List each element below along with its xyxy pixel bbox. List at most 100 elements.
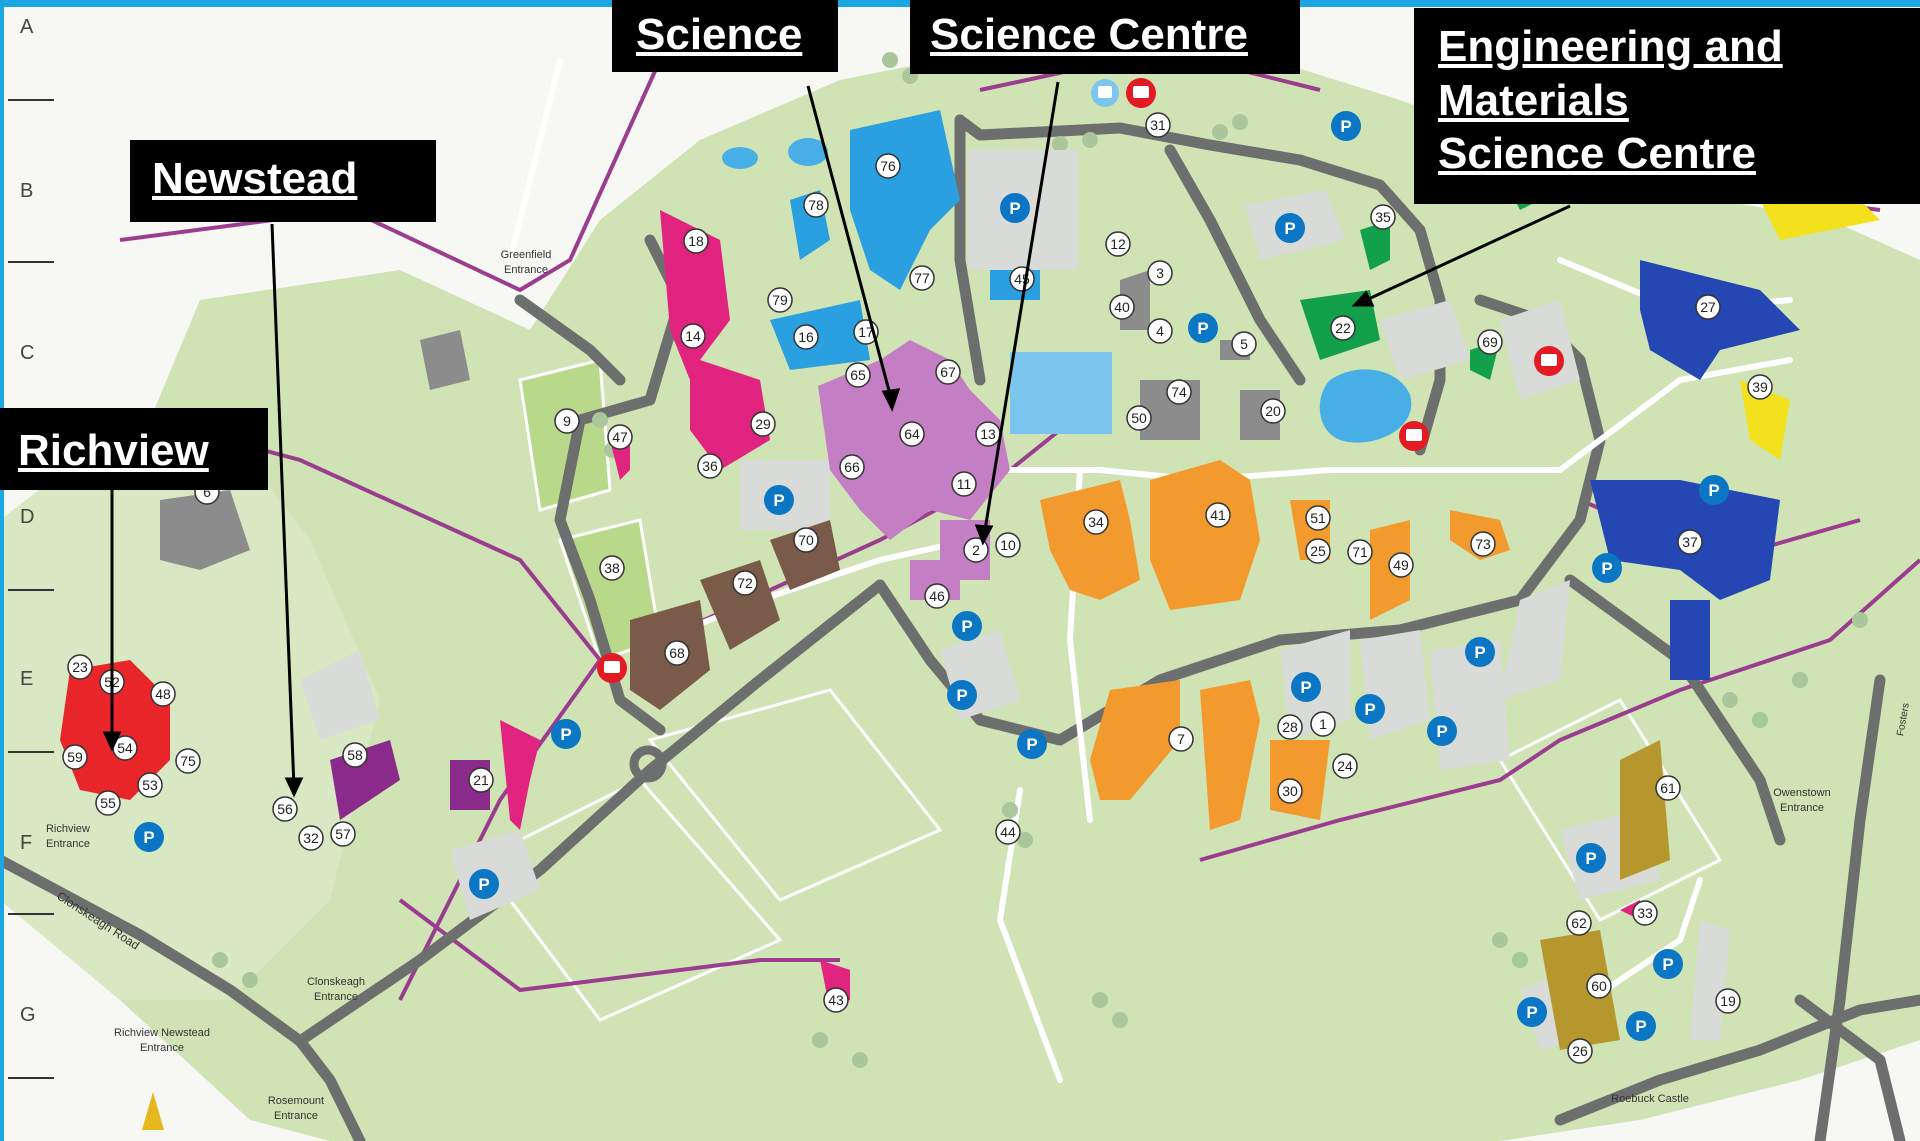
building-marker-1[interactable]: 1: [1310, 711, 1336, 737]
building-marker-23[interactable]: 23: [67, 654, 93, 680]
building-marker-9[interactable]: 9: [554, 408, 580, 434]
building-marker-28[interactable]: 28: [1277, 714, 1303, 740]
building-marker-22[interactable]: 22: [1330, 315, 1356, 341]
building-marker-65[interactable]: 65: [845, 362, 871, 388]
building-marker-41[interactable]: 41: [1205, 502, 1231, 528]
building-marker-64[interactable]: 64: [899, 421, 925, 447]
building-marker-16[interactable]: 16: [793, 324, 819, 350]
building-marker-77[interactable]: 77: [909, 265, 935, 291]
building-marker-74[interactable]: 74: [1166, 379, 1192, 405]
building-marker-24[interactable]: 24: [1332, 753, 1358, 779]
building-marker-19[interactable]: 19: [1715, 988, 1741, 1014]
building-marker-59[interactable]: 59: [62, 744, 88, 770]
building-marker-18[interactable]: 18: [683, 228, 709, 254]
building-marker-40[interactable]: 40: [1109, 294, 1135, 320]
building-marker-circle: [935, 359, 961, 385]
building-marker-50[interactable]: 50: [1126, 405, 1152, 431]
building-number-label: 69: [1482, 334, 1498, 350]
building-marker-26[interactable]: 26: [1567, 1038, 1593, 1064]
parking-icon: P: [1331, 111, 1361, 141]
building-marker-48[interactable]: 48: [150, 681, 176, 707]
building-marker-35[interactable]: 35: [1370, 204, 1396, 230]
building-marker-69[interactable]: 69: [1477, 329, 1503, 355]
building-marker-circle: [1147, 260, 1173, 286]
building-marker-circle: [175, 748, 201, 774]
building-marker-62[interactable]: 62: [1566, 910, 1592, 936]
building-marker-11[interactable]: 11: [951, 471, 977, 497]
building-marker-12[interactable]: 12: [1105, 231, 1131, 257]
building-marker-7[interactable]: 7: [1168, 726, 1194, 752]
building-marker-51[interactable]: 51: [1305, 505, 1331, 531]
building-marker-circle: [823, 987, 849, 1013]
building-marker-79[interactable]: 79: [767, 287, 793, 313]
building-marker-39[interactable]: 39: [1747, 374, 1773, 400]
building-marker-53[interactable]: 53: [137, 772, 163, 798]
entrance-labels: Greenfield Entrance Richview Entrance Cl…: [46, 249, 1912, 1122]
building-marker-32[interactable]: 32: [298, 825, 324, 851]
building-marker-21[interactable]: 21: [468, 767, 494, 793]
building-marker-55[interactable]: 55: [95, 790, 121, 816]
building-number-label: 75: [180, 753, 196, 769]
building-marker-47[interactable]: 47: [607, 424, 633, 450]
building-marker-38[interactable]: 38: [599, 555, 625, 581]
building-marker-76[interactable]: 76: [875, 153, 901, 179]
building-number-label: 68: [669, 645, 685, 661]
building-marker-31[interactable]: 31: [1145, 112, 1171, 138]
building-number-label: 74: [1171, 384, 1187, 400]
building-number-label: 37: [1682, 534, 1698, 550]
building-marker-29[interactable]: 29: [750, 411, 776, 437]
building-marker-circle: [924, 583, 950, 609]
building-marker-27[interactable]: 27: [1695, 294, 1721, 320]
building-marker-circle: [750, 411, 776, 437]
building-marker-4[interactable]: 4: [1147, 318, 1173, 344]
building-marker-circle: [62, 744, 88, 770]
building-marker-25[interactable]: 25: [1305, 538, 1331, 564]
building-marker-3[interactable]: 3: [1147, 260, 1173, 286]
rosemount-entrance-label-2: Entrance: [274, 1110, 318, 1122]
bus-stop-icon: [1534, 346, 1564, 376]
building-marker-13[interactable]: 13: [975, 421, 1001, 447]
science-callout: Science: [612, 0, 838, 72]
building-number-label: 54: [117, 740, 133, 756]
building-marker-circle: [1166, 379, 1192, 405]
building-marker-45[interactable]: 45: [1009, 266, 1035, 292]
building-marker-49[interactable]: 49: [1388, 552, 1414, 578]
building-marker-20[interactable]: 20: [1260, 398, 1286, 424]
building-marker-circle: [607, 424, 633, 450]
building-marker-70[interactable]: 70: [793, 527, 819, 553]
building-marker-circle: [1388, 552, 1414, 578]
building-marker-36[interactable]: 36: [697, 453, 723, 479]
building-marker-14[interactable]: 14: [680, 323, 706, 349]
arts-buildings: [1040, 460, 1510, 830]
building-marker-60[interactable]: 60: [1586, 973, 1612, 999]
building-marker-43[interactable]: 43: [823, 987, 849, 1013]
building-marker-67[interactable]: 67: [935, 359, 961, 385]
building-number-label: 48: [155, 686, 171, 702]
water-features: [722, 138, 1412, 443]
building-marker-61[interactable]: 61: [1655, 775, 1681, 801]
building-number-label: 36: [702, 458, 718, 474]
building-marker-10[interactable]: 10: [995, 532, 1021, 558]
svg-text:P: P: [1635, 1017, 1646, 1036]
building-marker-71[interactable]: 71: [1347, 539, 1373, 565]
building-marker-56[interactable]: 56: [272, 796, 298, 822]
building-marker-73[interactable]: 73: [1470, 531, 1496, 557]
building-marker-68[interactable]: 68: [664, 640, 690, 666]
building-marker-66[interactable]: 66: [839, 454, 865, 480]
building-marker-33[interactable]: 33: [1632, 900, 1658, 926]
science-centre-callout: Science Centre: [910, 0, 1300, 74]
building-marker-34[interactable]: 34: [1083, 509, 1109, 535]
svg-text:P: P: [478, 875, 489, 894]
building-marker-44[interactable]: 44: [995, 819, 1021, 845]
building-marker-37[interactable]: 37: [1677, 529, 1703, 555]
building-marker-72[interactable]: 72: [732, 570, 758, 596]
building-marker-30[interactable]: 30: [1277, 778, 1303, 804]
building-marker-5[interactable]: 5: [1231, 331, 1257, 357]
svg-text:P: P: [1009, 199, 1020, 218]
building-marker-58[interactable]: 58: [342, 742, 368, 768]
building-marker-2[interactable]: 2: [963, 537, 989, 563]
building-marker-75[interactable]: 75: [175, 748, 201, 774]
building-marker-78[interactable]: 78: [803, 192, 829, 218]
building-marker-57[interactable]: 57: [330, 821, 356, 847]
building-marker-46[interactable]: 46: [924, 583, 950, 609]
